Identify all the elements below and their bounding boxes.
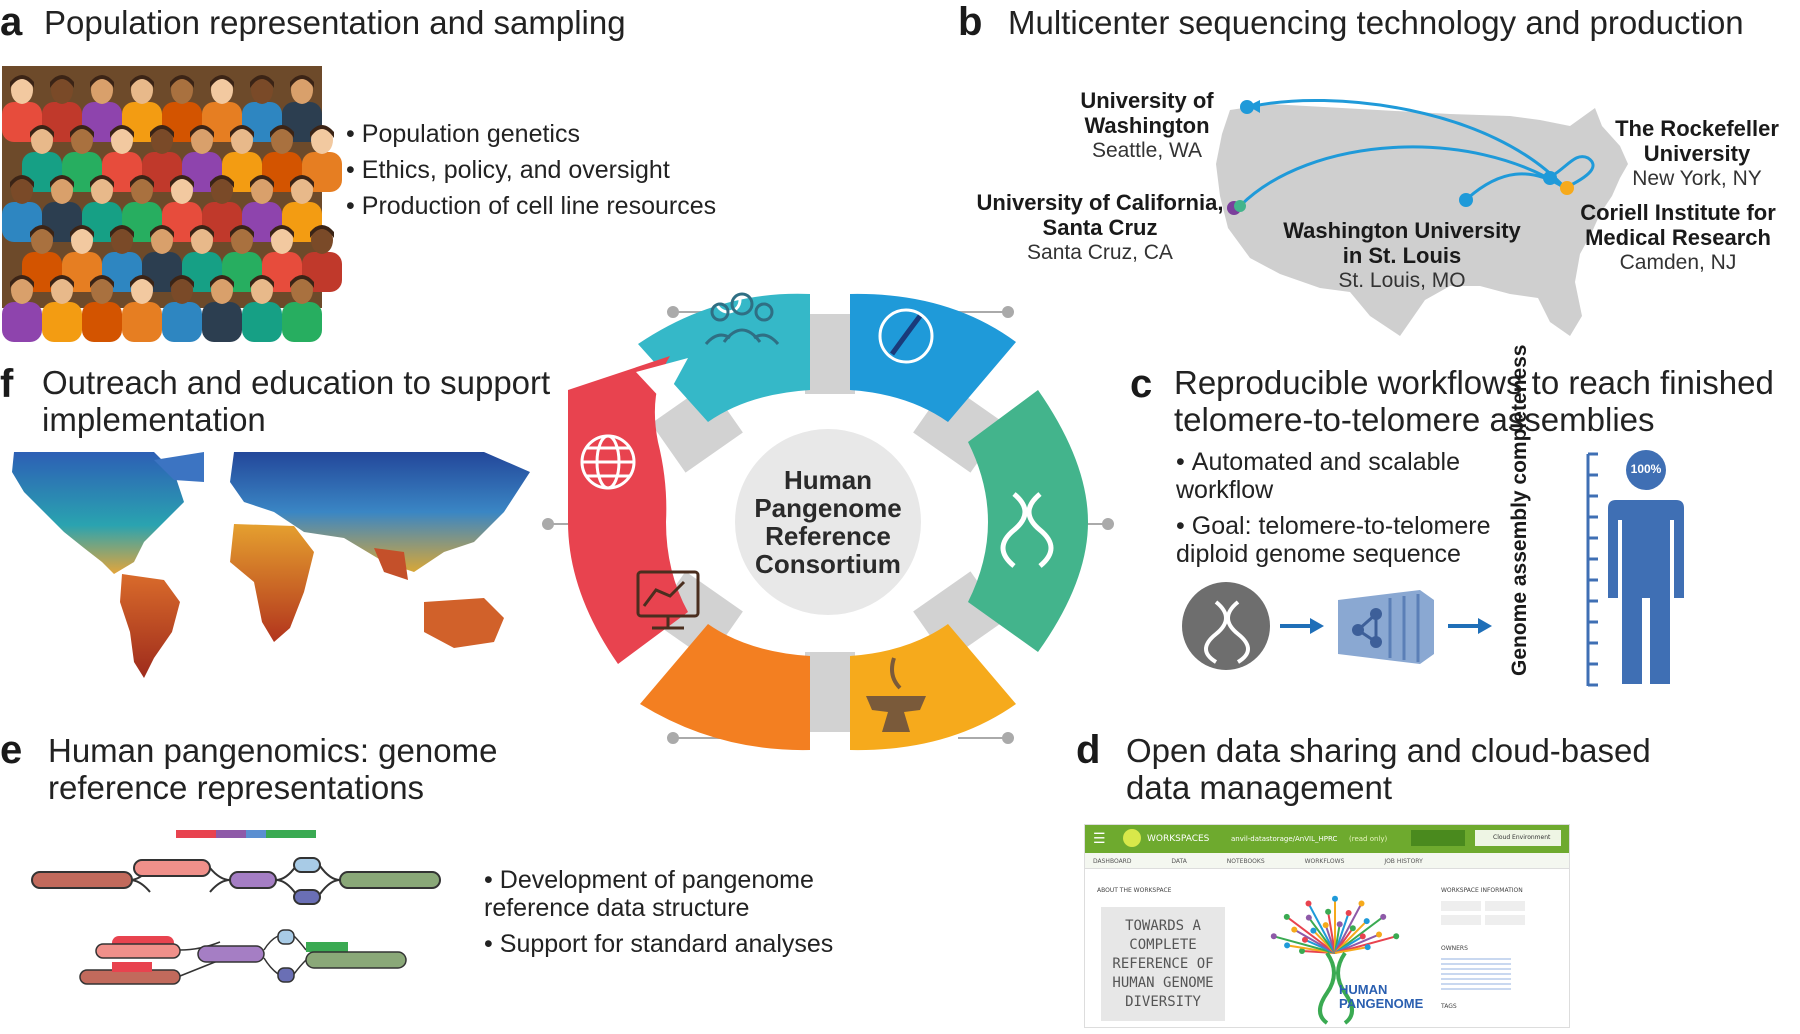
logo-text: HUMAN PANGENOME	[1339, 982, 1424, 1011]
site-wustl: Washington University in St. Louis St. L…	[1283, 218, 1521, 292]
tab-job-history[interactable]: JOB HISTORY	[1384, 858, 1423, 865]
world-map	[12, 452, 530, 678]
panel-d-title: Open data sharing and cloud-based data m…	[1126, 732, 1651, 806]
globe-icon	[580, 434, 636, 490]
about-label: ABOUT THE WORKSPACE	[1097, 887, 1172, 894]
people-group-icon	[704, 292, 780, 346]
bullet: Automated and scalable workflow	[1176, 448, 1516, 504]
map-pin	[1560, 181, 1574, 195]
panel-c-letter: c	[1130, 362, 1153, 406]
tab-notebooks[interactable]: NOTEBOOKS	[1226, 858, 1265, 865]
cloud-env-button[interactable]: Cloud Environment	[1475, 830, 1561, 846]
read-only-label: (read only)	[1349, 835, 1388, 843]
workspace-path: anvil-datastorage/AnVIL_HPRC	[1231, 835, 1338, 843]
bullet: Goal: telomere-to-telomere diploid genom…	[1176, 512, 1516, 568]
crowd-illustration	[2, 66, 342, 342]
panel-e-title: Human pangenomics: genome reference repr…	[48, 732, 498, 806]
segment-pangenomics	[640, 624, 810, 751]
center-label: Human Pangenome Reference Consortium	[754, 465, 902, 579]
consortium-wheel	[542, 286, 1114, 751]
dna-icon	[1204, 600, 1250, 664]
tab-workflows[interactable]: WORKFLOWS	[1304, 858, 1345, 865]
panel-a-title: Population representation and sampling	[44, 4, 626, 41]
segment-population	[638, 293, 810, 422]
panel-c-bullets: Automated and scalable workflow Goal: te…	[1176, 448, 1516, 568]
tab-data[interactable]: DATA	[1171, 858, 1187, 865]
anvil-icon	[866, 657, 926, 732]
tab-dashboard[interactable]: DASHBOARD	[1093, 858, 1132, 865]
completeness-figure	[1586, 450, 1684, 687]
panel-c-title: Reproducible workflows to reach finished…	[1174, 364, 1774, 438]
map-pin	[1543, 171, 1557, 185]
anvil-logo	[1123, 829, 1141, 847]
map-pin	[1240, 100, 1254, 114]
panel-f-letter: f	[0, 362, 14, 406]
segment-workflows	[968, 390, 1088, 652]
owners-label: OWNERS	[1441, 945, 1468, 952]
panel-f-title: Outreach and education to support implem…	[42, 364, 551, 438]
us-map	[1216, 98, 1628, 336]
panel-a-letter: a	[0, 0, 23, 44]
pangenome-graph	[31, 830, 441, 985]
monitor-chart-icon	[636, 570, 700, 630]
panel-b-letter: b	[958, 0, 983, 44]
segment-data	[850, 624, 1016, 751]
map-pin	[1234, 200, 1246, 212]
site-uw: University of Washington Seattle, WA	[1080, 88, 1214, 162]
menu-icon: ☰	[1093, 830, 1106, 846]
dna-icon	[1000, 492, 1054, 568]
segment-outreach	[568, 356, 688, 664]
workspace-tabs: DASHBOARD DATA NOTEBOOKS WORKFLOWS JOB H…	[1085, 853, 1569, 869]
bullet: Production of cell line resources	[346, 188, 716, 224]
bullet: Support for standard analyses	[484, 930, 884, 958]
workspace-book-cover: TOWARDS A COMPLETE REFERENCE OF HUMAN GE…	[1101, 907, 1225, 1021]
panel-e-bullets: Development of pangenome reference data …	[484, 866, 884, 958]
panel-a-bullets: Population genetics Ethics, policy, and …	[346, 116, 716, 224]
covid-button[interactable]	[1411, 830, 1465, 846]
bullet: Development of pangenome reference data …	[484, 866, 884, 922]
bullet: Ethics, policy, and oversight	[346, 152, 716, 188]
axis-label: Genome assembly completeness	[1508, 344, 1531, 676]
panel-d-letter: d	[1076, 728, 1101, 772]
site-ucsc: University of California, Santa Cruz San…	[976, 190, 1224, 264]
workspace-screenshot: ☰ WORKSPACES anvil-datastorage/AnVIL_HPR…	[1084, 824, 1570, 1028]
segment-sequencing	[850, 293, 1016, 422]
container-icon	[1338, 590, 1434, 664]
site-rockefeller: The Rockefeller University New York, NY	[1615, 116, 1779, 190]
app-name: WORKSPACES	[1147, 834, 1210, 844]
site-coriell: Coriell Institute for Medical Research C…	[1580, 200, 1776, 274]
globe-dna-icon	[878, 308, 934, 364]
completeness-badge: 100%	[1630, 462, 1662, 476]
info-label: WORKSPACE INFORMATION	[1441, 887, 1523, 894]
panel-b-title: Multicenter sequencing technology and pr…	[1008, 4, 1744, 41]
tags-label: TAGS	[1441, 1003, 1457, 1010]
map-pin	[1459, 193, 1473, 207]
pangenome-tree-logo	[1270, 895, 1400, 1025]
workflow-diagram	[1182, 582, 1492, 670]
bullet: Population genetics	[346, 116, 716, 152]
workspace-header: ☰ WORKSPACES anvil-datastorage/AnVIL_HPR…	[1085, 825, 1569, 853]
panel-e-letter: e	[0, 728, 23, 772]
